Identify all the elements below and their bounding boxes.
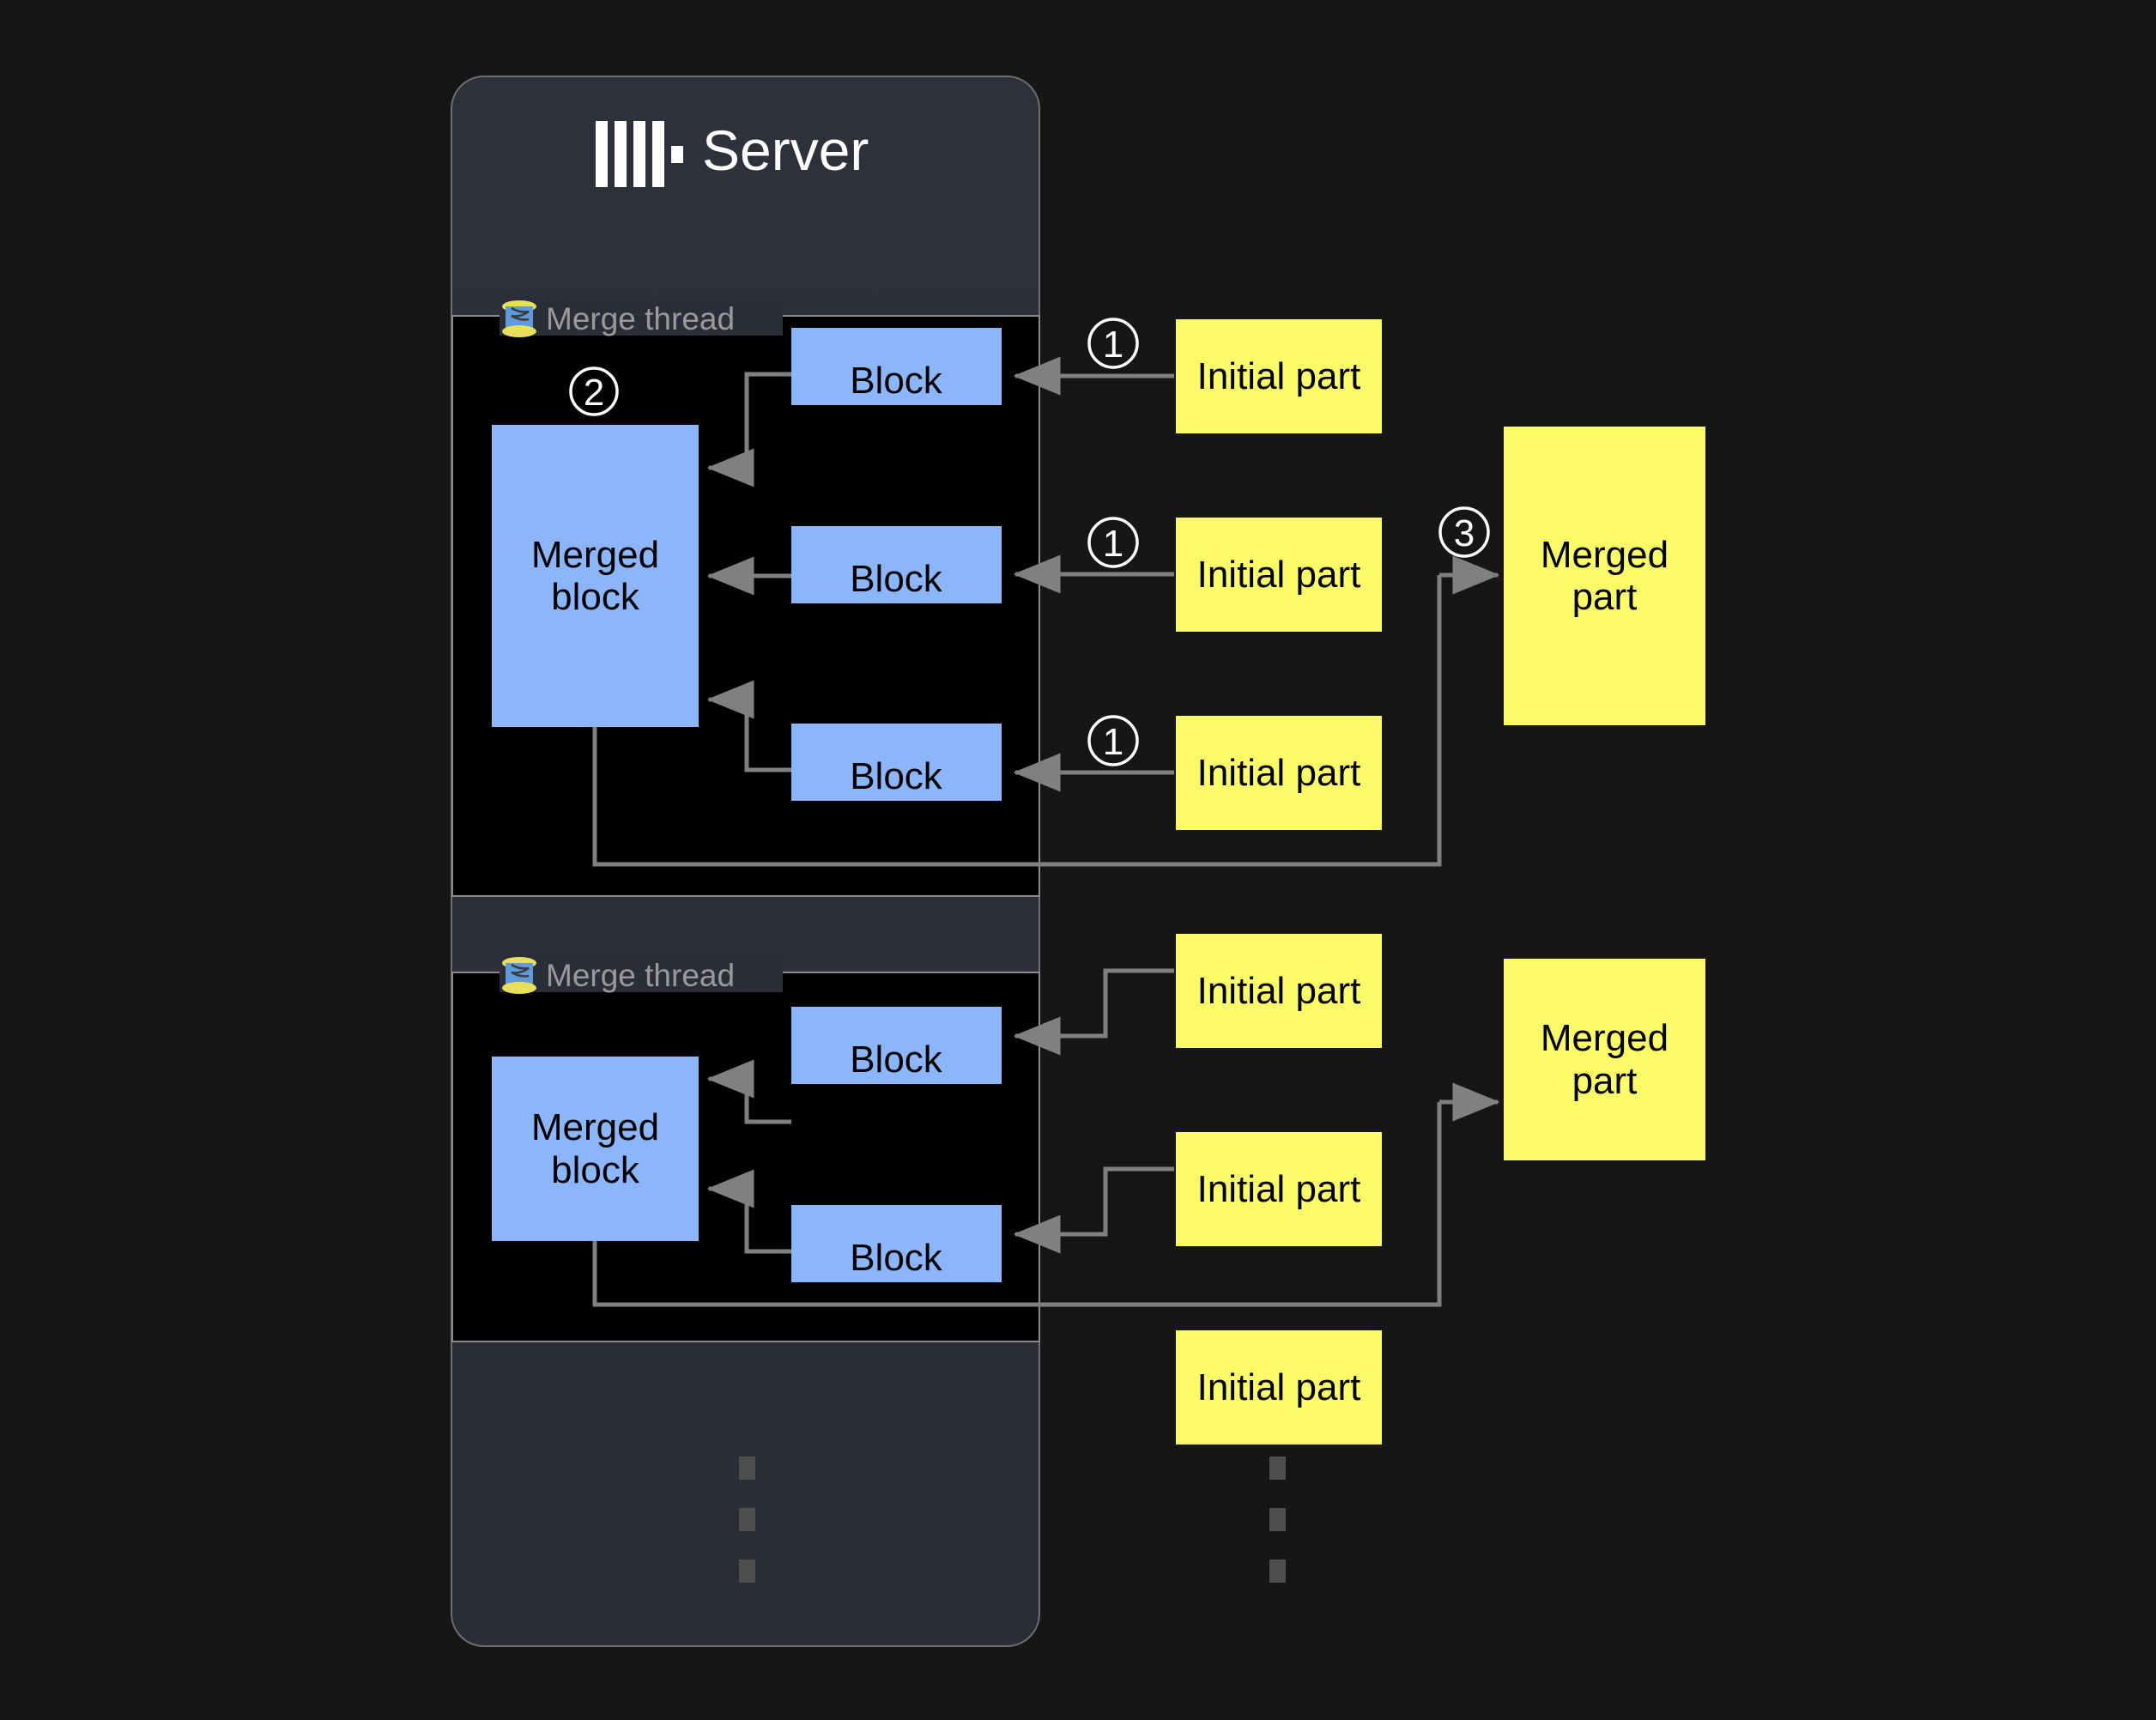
block-2-1 — [791, 1007, 1002, 1084]
merge-thread-2-label-bg — [500, 953, 783, 992]
initial-part-6-text: Initial part — [1196, 1366, 1361, 1408]
step-badge-one-circle-3 — [1087, 715, 1139, 766]
block-2-2 — [791, 1205, 1002, 1282]
merged-part-2-text: Merged part — [1540, 1017, 1669, 1102]
block-2-2-label: Block — [850, 1237, 943, 1279]
step-badge-one-circle-2 — [1087, 517, 1139, 568]
merged-block-2 — [492, 1057, 699, 1241]
merge-thread-1-label: Merge thread — [546, 301, 735, 336]
step-badge-one-2: 1 — [1103, 523, 1123, 565]
arrow-part4-to-block21 — [1013, 968, 1174, 1056]
initial-part-2-text: Initial part — [1196, 553, 1361, 596]
arrow-block3-to-merged1 — [706, 680, 791, 772]
merged-part-1 — [1504, 427, 1705, 725]
merged-block-1 — [492, 425, 699, 727]
merge-thread-2-label: Merge thread — [546, 958, 735, 993]
merged-block-1-output-path — [592, 575, 1442, 867]
arrow-block22-to-merged2 — [706, 1169, 791, 1254]
block-2-1-label: Block — [850, 1039, 943, 1081]
step-badge-two-glyph: 2 — [584, 372, 604, 414]
step-badge-one-1: 1 — [1103, 324, 1123, 366]
step-badge-two-circle — [569, 366, 619, 416]
thread-spool-icon — [502, 957, 536, 994]
merge-thread-1-label-bg — [500, 296, 783, 336]
block-1-2-label: Block — [850, 558, 943, 600]
server-ellipsis — [739, 1457, 755, 1583]
block-1-1 — [791, 328, 1002, 405]
initial-part-1-text: Initial part — [1196, 354, 1361, 397]
arrow-block21-to-merged2 — [706, 1059, 791, 1124]
clickhouse-logo-icon — [596, 121, 683, 187]
merged-block-2-output-path — [592, 1102, 1442, 1307]
initial-part-3 — [1176, 716, 1382, 830]
block-1-2 — [791, 526, 1002, 603]
arrow-part5-to-block22 — [1013, 1166, 1174, 1254]
step-badge-three: 3 — [1454, 512, 1475, 554]
merged-part-1-text: Merged part — [1540, 533, 1669, 618]
initial-part-6 — [1176, 1330, 1382, 1444]
initial-part-3-text: Initial part — [1196, 751, 1361, 794]
initial-part-4-text: Initial part — [1196, 969, 1361, 1012]
initial-part-2 — [1176, 518, 1382, 632]
block-1-1-label: Block — [850, 360, 943, 402]
merged-block-2-text: Merged block — [530, 1106, 660, 1191]
thread-spool-icon — [502, 300, 536, 337]
initial-part-5 — [1176, 1132, 1382, 1246]
initial-part-5-text: Initial part — [1196, 1167, 1361, 1210]
initial-part-1 — [1176, 319, 1382, 433]
step-badge-one-3: 1 — [1103, 721, 1123, 763]
parts-ellipsis — [1269, 1457, 1286, 1583]
arrow-block1-to-merged1 — [706, 372, 791, 488]
merged-part-2 — [1504, 959, 1705, 1160]
block-1-3 — [791, 724, 1002, 801]
initial-part-4 — [1176, 934, 1382, 1048]
step-badge-three-circle — [1438, 506, 1490, 558]
step-badge-one-circle-1 — [1087, 318, 1139, 369]
merged-block-1-text: Merged block — [530, 533, 660, 618]
server-title: Server — [702, 118, 869, 182]
block-1-3-label: Block — [850, 755, 943, 797]
